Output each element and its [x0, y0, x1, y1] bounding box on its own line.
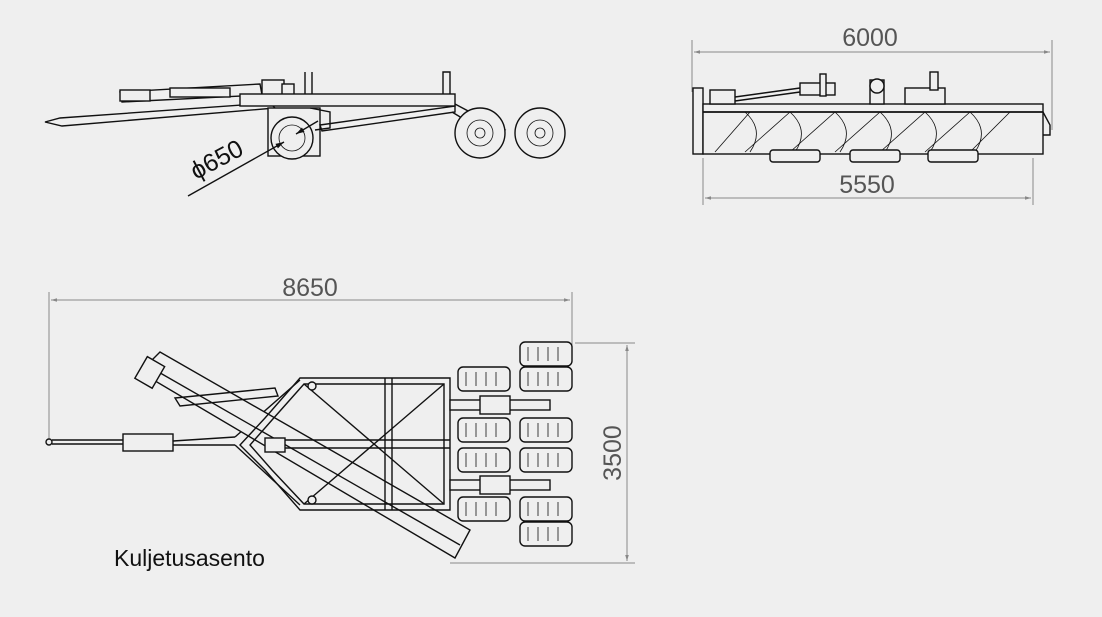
- top-view: 8650 3500: [45, 274, 635, 564]
- length-label: 8650: [282, 274, 338, 302]
- height-label: 3500: [599, 425, 627, 481]
- diameter-label: ϕ650: [186, 134, 248, 185]
- tires: [457, 341, 573, 547]
- rear-view: 6000 5550: [691, 24, 1053, 205]
- top-width-label: 6000: [842, 24, 898, 52]
- caption-transport-position: Kuljetusasento: [114, 545, 265, 571]
- side-view: ϕ650: [44, 71, 566, 197]
- auger-spirals: [714, 111, 1011, 153]
- bottom-width-label: 5550: [839, 171, 895, 199]
